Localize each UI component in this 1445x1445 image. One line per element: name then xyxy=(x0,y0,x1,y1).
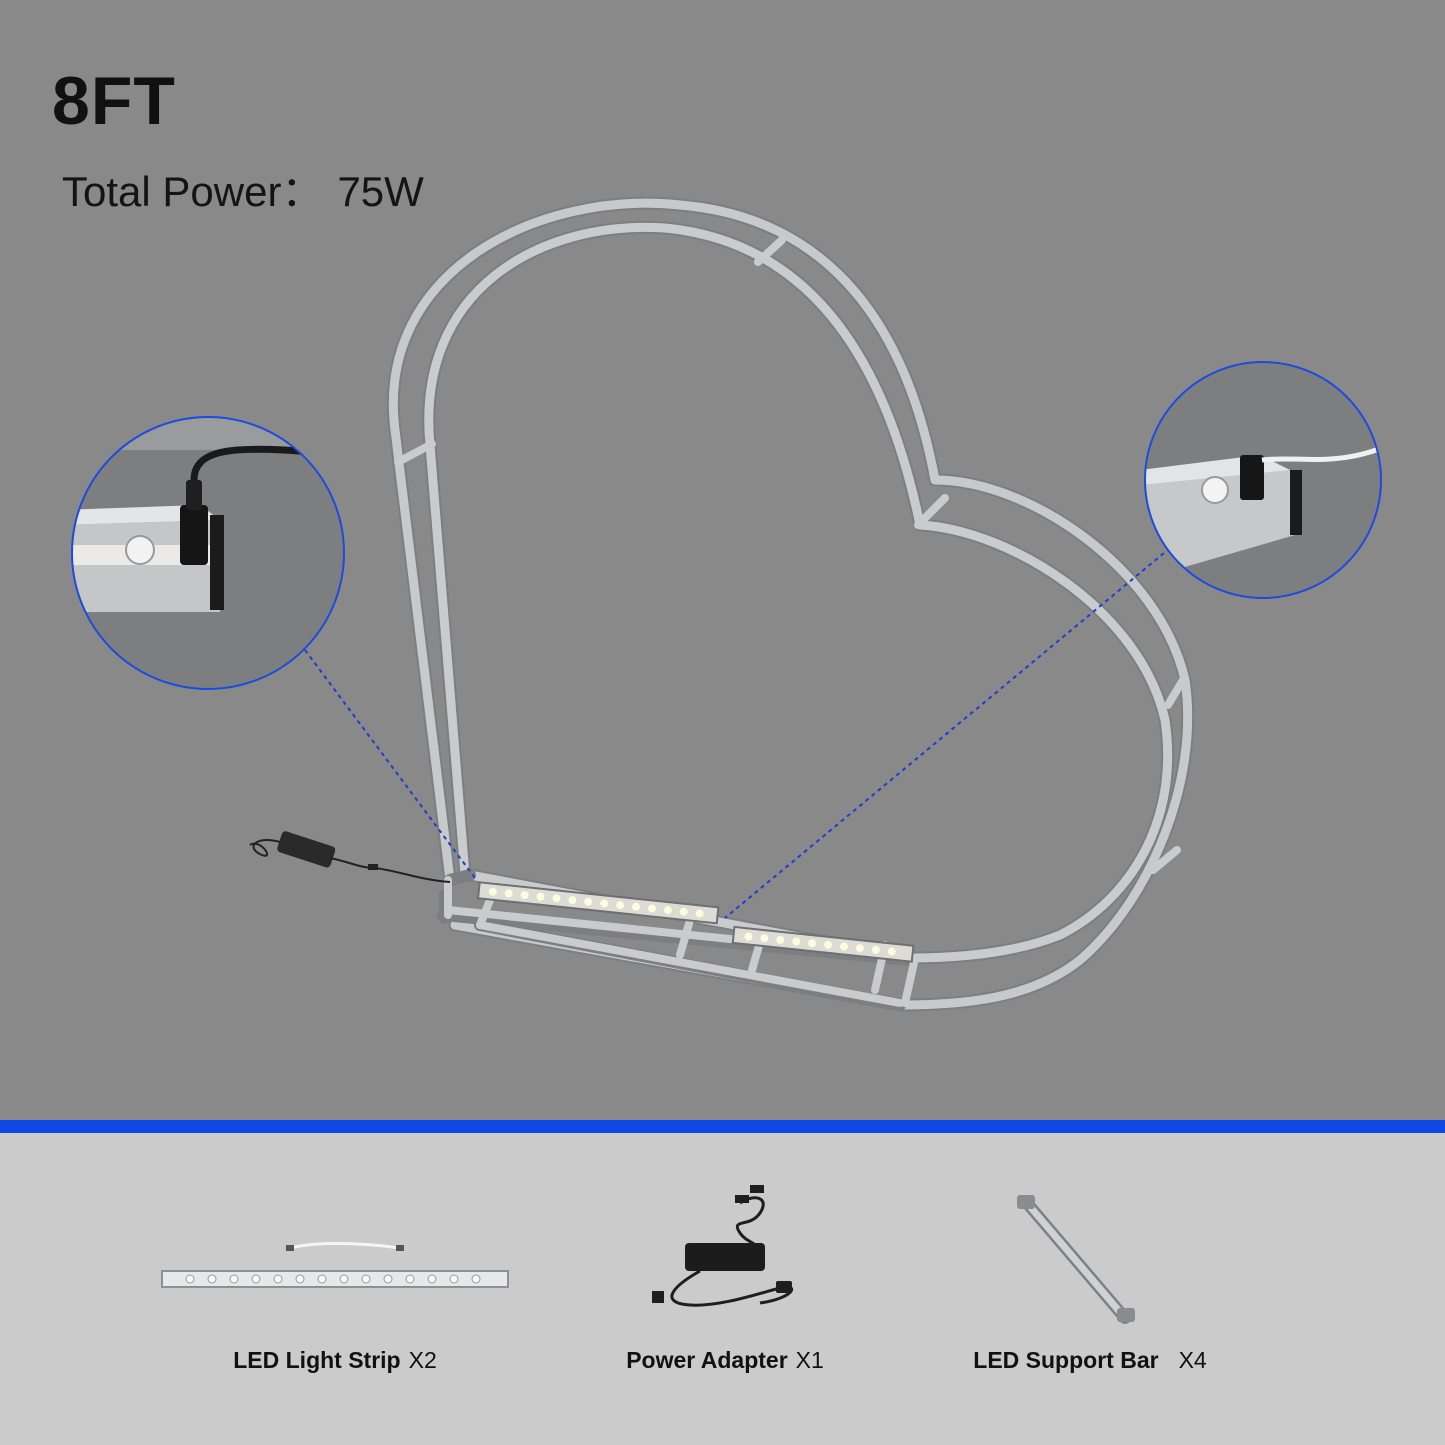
accessory-led-light-strip: LED Light Strip X2 xyxy=(150,1133,520,1445)
led-strip-left xyxy=(476,881,720,925)
accent-divider xyxy=(0,1120,1445,1133)
led-strip-right xyxy=(731,925,915,963)
accessory-name: Power Adapter xyxy=(626,1347,788,1373)
accessory-led-support-bar: LED Support Bar X4 xyxy=(955,1133,1225,1445)
accessory-qty: X2 xyxy=(408,1347,437,1373)
accessory-label: Power Adapter X1 xyxy=(590,1347,860,1374)
product-hero: 8FT Total Power： 75W xyxy=(52,63,1382,1012)
adapter-on-floor xyxy=(249,831,451,883)
power-label: Total Power： xyxy=(62,168,324,215)
led-light-strip-icon xyxy=(161,1241,509,1288)
size-title: 8FT xyxy=(52,63,176,139)
heart-frame-illustration xyxy=(71,196,1382,1012)
led-support-bar-icon xyxy=(1017,1195,1135,1324)
accessory-name: LED Light Strip xyxy=(233,1347,401,1373)
accessory-label: LED Light Strip X2 xyxy=(150,1347,520,1374)
power-adapter-icon xyxy=(652,1185,793,1307)
accessory-power-adapter: Power Adapter X1 xyxy=(590,1133,860,1445)
accessories-panel: LED Light Strip X2 Power Adapter X1 LED Su… xyxy=(0,1133,1445,1445)
callout-lines xyxy=(304,547,1171,919)
heart-frame xyxy=(386,196,1195,1012)
total-power: Total Power： 75W xyxy=(62,158,424,219)
zoom-detail-left xyxy=(71,416,345,690)
accessory-qty: X1 xyxy=(795,1347,824,1373)
power-value: 75W xyxy=(337,168,424,215)
zoom-detail-right xyxy=(1144,361,1382,599)
accessory-label: LED Support Bar X4 xyxy=(955,1347,1225,1374)
accessory-qty: X4 xyxy=(1178,1347,1207,1373)
accessory-name: LED Support Bar xyxy=(973,1347,1159,1373)
